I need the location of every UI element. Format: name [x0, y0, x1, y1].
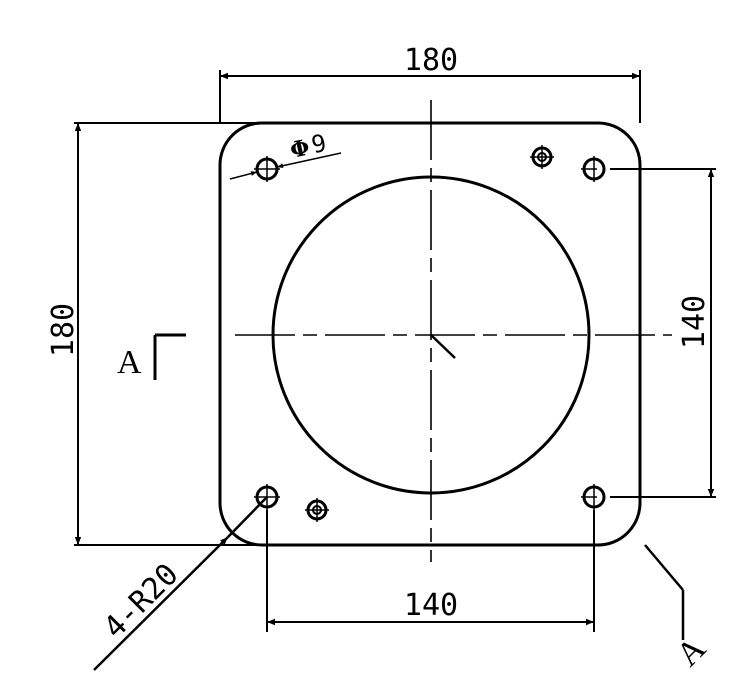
corner-radius-label: 4-R20 — [97, 557, 186, 646]
right-dimension — [610, 168, 716, 498]
bottom-dimension — [266, 510, 595, 632]
section-label-right: A — [669, 630, 713, 674]
section-label-left: A — [117, 344, 142, 381]
top-dimension — [219, 70, 641, 123]
hole-diameter-leader — [229, 152, 342, 180]
bottom-dimension-label: 140 — [404, 588, 458, 623]
diameter-symbol: Φ — [288, 134, 312, 163]
left-dimension — [74, 122, 262, 546]
top-dimension-label: 180 — [404, 43, 458, 78]
section-mark-left — [153, 333, 186, 380]
pin-holes — [305, 145, 554, 522]
hole-diameter-label: 9 — [309, 129, 329, 159]
center-tick — [430, 334, 456, 359]
left-dimension-label: 180 — [46, 303, 81, 357]
plate-outline — [218, 121, 642, 547]
section-mark-right — [644, 544, 685, 640]
radius-leader — [93, 536, 229, 671]
right-dimension-label: 140 — [677, 295, 712, 349]
